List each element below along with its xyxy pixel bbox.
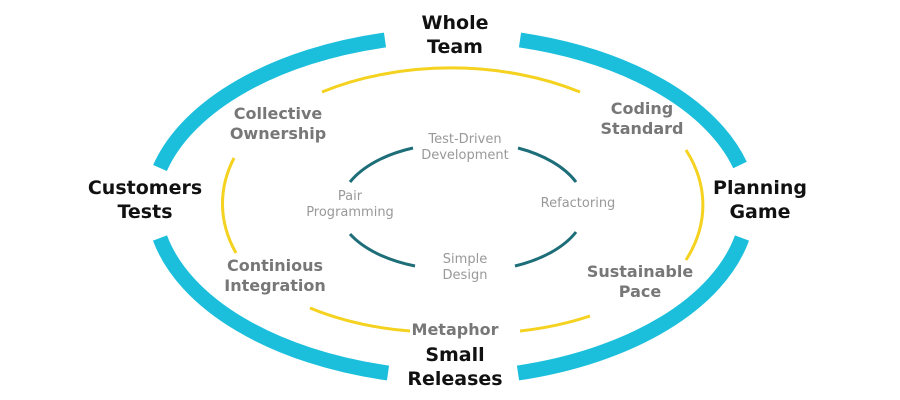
outer-ring <box>152 32 750 381</box>
label-continious-integration: Continious Integration <box>224 256 326 295</box>
middle-ring-arc-right <box>684 149 705 261</box>
label-planning-game: Planning Game <box>713 177 807 223</box>
outer-ring-arc-top-right <box>518 32 747 169</box>
middle-ring <box>221 66 705 333</box>
inner-ring-arc-top-right <box>517 146 578 183</box>
label-coding-standard: Coding Standard <box>600 99 684 138</box>
label-refactoring: Refactoring <box>540 196 616 211</box>
label-sustainable-pace: Sustainable Pace <box>586 262 694 301</box>
outer-ring-arc-bottom-left <box>152 235 390 381</box>
label-pair-programming: Pair Programming <box>306 189 394 221</box>
middle-ring-arc-left <box>221 157 238 254</box>
label-simple-design: Simple Design <box>442 252 488 284</box>
inner-ring-arc-bottom-left <box>348 232 416 268</box>
outer-ring-arc-top-left <box>153 32 387 172</box>
middle-ring-arc-bottom-right <box>519 314 591 333</box>
outer-ring-arc-bottom-right <box>516 235 750 381</box>
label-collective-ownership: Collective Ownership <box>229 104 327 143</box>
label-metaphor: Metaphor <box>411 320 499 339</box>
label-test-driven-development: Test-Driven Development <box>421 132 509 164</box>
label-small-releases: Small Releases <box>407 344 503 390</box>
inner-ring-arc-top-left <box>348 146 414 183</box>
label-customers-tests: Customers Tests <box>87 177 203 223</box>
inner-ring <box>348 146 578 268</box>
label-whole-team: Whole Team <box>421 12 489 58</box>
middle-ring-arc-bottom-left <box>309 306 411 333</box>
middle-ring-arc-top <box>321 66 581 94</box>
inner-ring-arc-bottom-right <box>514 231 578 268</box>
